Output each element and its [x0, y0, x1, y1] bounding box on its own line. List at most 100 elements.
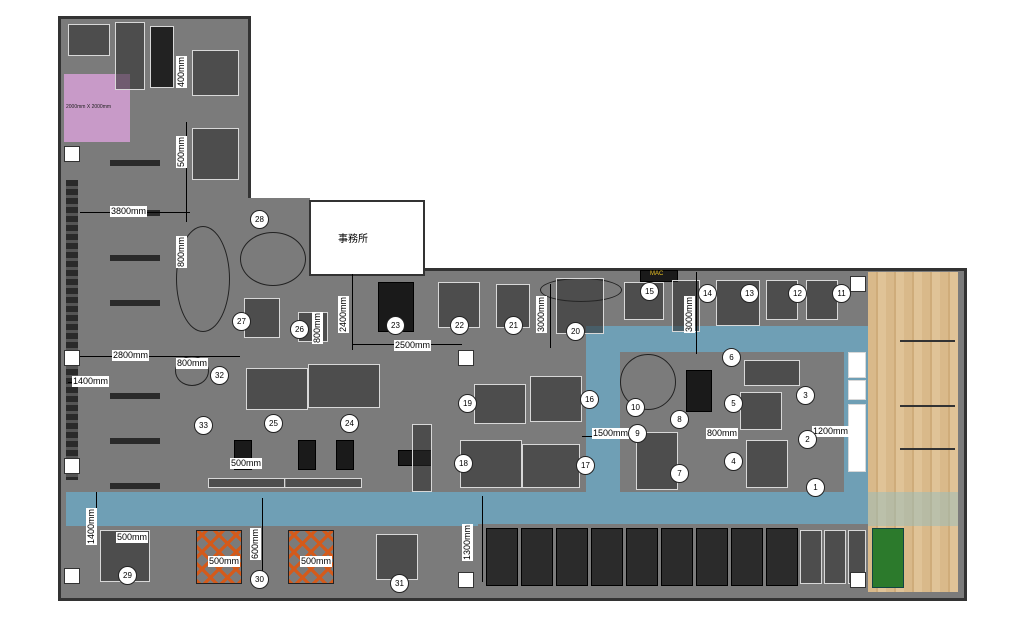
dim-1300: 1300mm [462, 524, 473, 562]
window-7 [850, 572, 866, 588]
window-1 [64, 146, 80, 162]
dim-800b: 800mm [312, 312, 323, 345]
machine-24 [308, 364, 380, 408]
dim-400: 400mm [176, 56, 187, 89]
flat-bench-2 [298, 440, 316, 470]
treadmill-7 [696, 528, 728, 586]
bench-arrow-5 [110, 393, 160, 399]
wood-divider-top [900, 340, 955, 342]
station-10: 10 [626, 398, 645, 417]
station-24: 24 [340, 414, 359, 433]
station-32: 32 [210, 366, 229, 385]
window-8 [850, 276, 866, 292]
treadmill-6 [661, 528, 693, 586]
station-25: 25 [264, 414, 283, 433]
station-11: 11 [832, 284, 851, 303]
dim-3800: 3800mm [110, 206, 148, 217]
window-5 [458, 350, 474, 366]
bike-2 [824, 530, 846, 584]
dim-800d: 800mm [706, 428, 739, 439]
bench-arrow-6 [110, 438, 160, 444]
machine-4-block [746, 440, 788, 488]
stretch-zone-label: 2000mm X 2000mm [66, 104, 112, 110]
machine-25 [246, 368, 308, 410]
dim-2400: 2400mm [338, 296, 349, 334]
dim-3000b: 3000mm [684, 296, 695, 334]
barbell-2 [284, 478, 362, 488]
station-4: 4 [724, 452, 743, 471]
dim-2500: 2500mm [394, 340, 432, 351]
station-23: 23 [386, 316, 405, 335]
wall-locker-1 [848, 352, 866, 378]
oval-track-1 [176, 226, 230, 332]
dim-500b: 500mm [230, 458, 263, 469]
station-31: 31 [390, 574, 409, 593]
wall-locker-3 [848, 404, 866, 472]
station-17: 17 [576, 456, 595, 475]
station-1: 1 [806, 478, 825, 497]
machine-16 [530, 376, 582, 422]
station-33: 33 [194, 416, 213, 435]
window-2 [64, 350, 80, 366]
station-28: 28 [250, 210, 269, 229]
station-26: 26 [290, 320, 309, 339]
window-6 [458, 572, 474, 588]
dim-600: 600mm [250, 528, 261, 561]
window-3 [64, 458, 80, 474]
dim-1500: 1500mm [592, 428, 630, 439]
wood-divider-mid [900, 405, 955, 407]
dim-line-1300 [482, 496, 483, 582]
oval-4 [620, 354, 676, 410]
treadmill-3 [556, 528, 588, 586]
dim-line-2400 [352, 274, 353, 350]
dim-1200: 1200mm [812, 426, 850, 437]
station-19: 19 [458, 394, 477, 413]
station-18: 18 [454, 454, 473, 473]
rack-top-2 [115, 22, 145, 90]
dim-line-500 [186, 122, 187, 222]
treadmill-4 [591, 528, 623, 586]
cable-station-2 [192, 128, 239, 180]
bench-arrow-1 [110, 160, 160, 166]
oval-bench-2 [240, 232, 306, 286]
machine-8-block [686, 370, 712, 412]
station-6: 6 [722, 348, 741, 367]
machine-5-block [740, 392, 782, 430]
station-16: 16 [580, 390, 599, 409]
dim-line-2800 [80, 356, 240, 357]
mac-panel [640, 270, 678, 282]
bike-1 [800, 530, 822, 584]
machine-17 [522, 444, 580, 488]
dim-800a: 800mm [176, 236, 187, 269]
dumbbell-rack [66, 180, 78, 480]
treadmill-2 [521, 528, 553, 586]
dim-line-600 [262, 498, 263, 580]
wood-divider-bot [900, 448, 955, 450]
dim-3000a: 3000mm [536, 296, 547, 334]
station-20: 20 [566, 322, 585, 341]
office-room [309, 200, 425, 276]
station-12: 12 [788, 284, 807, 303]
station-14: 14 [698, 284, 717, 303]
bench-arrow-4 [110, 300, 160, 306]
bench-arrow-3 [110, 255, 160, 261]
bench-arrow-7 [110, 483, 160, 489]
window-4 [64, 568, 80, 584]
station-2: 2 [798, 430, 817, 449]
dim-2800: 2800mm [112, 350, 150, 361]
dim-500c: 500mm [116, 532, 149, 543]
station-21: 21 [504, 316, 523, 335]
mac-label: MAC [650, 271, 664, 277]
station-7: 7 [670, 464, 689, 483]
station-9: 9 [628, 424, 647, 443]
wood-floor-strip [868, 492, 958, 526]
dim-1400a: 1400mm [72, 376, 110, 387]
cable-station-1 [192, 50, 239, 96]
station-8: 8 [670, 410, 689, 429]
dim-500d: 500mm [208, 556, 241, 567]
dim-500a: 500mm [176, 136, 187, 169]
station-13: 13 [740, 284, 759, 303]
dim-line-3000a [550, 284, 551, 348]
wall-locker-2 [848, 380, 866, 400]
machine-6-block [744, 360, 800, 386]
